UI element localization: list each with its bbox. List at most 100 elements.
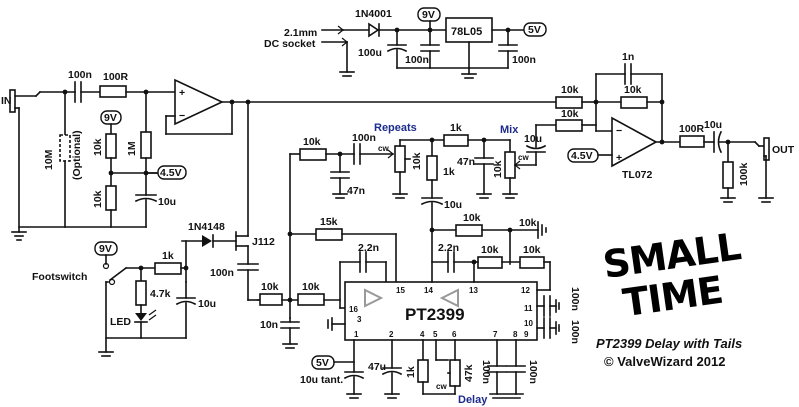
pin-14: 14: [424, 286, 433, 295]
c-rep-in-label: 100n: [352, 132, 376, 144]
svg-text:+: +: [616, 152, 622, 164]
repeats-mix-section: Repeats Mix 10k 47n 100n cw 10k 1k: [289, 122, 547, 231]
r-led-label: 4.7k: [150, 288, 171, 300]
pin-6: 6: [452, 330, 457, 339]
c-psu-100n-b-label: 100n: [512, 54, 536, 66]
pot-mix-label: 10k: [492, 160, 504, 178]
r-10m-label: 10M: [43, 149, 55, 170]
subtitle: PT2399 Delay with Tails: [596, 336, 742, 351]
input-buffer-opamp: + −: [165, 78, 557, 135]
pot-delay-label: 47k: [463, 364, 475, 382]
c-fb-label: 1n: [622, 51, 634, 63]
r-1m-label: 1M: [126, 141, 138, 156]
pin-8: 8: [513, 330, 518, 339]
r-rep-in-label: 10k: [303, 136, 321, 148]
dc-socket-label-1: 2.1mm: [284, 27, 317, 39]
r-fb-label: 10k: [624, 84, 642, 96]
repeats-label: Repeats: [374, 122, 417, 134]
regulator-label: 78L05: [451, 26, 482, 38]
output-label: OUT: [772, 144, 795, 156]
pin-5: 5: [433, 330, 438, 339]
input-jack: IN: [1, 89, 37, 241]
pin-1: 1: [354, 330, 359, 339]
jfet-label: J112: [252, 236, 275, 248]
pin-7: 7: [493, 330, 498, 339]
r-rep-1k-label: 1k: [450, 122, 462, 134]
pin-12: 12: [521, 286, 530, 295]
c-5v-tant-label: 10u tant.: [300, 374, 343, 386]
c-in-label: 100n: [68, 69, 92, 81]
rail-45v-mixer: 4.5V: [571, 150, 593, 162]
pin-3: 3: [357, 315, 362, 324]
input-label: IN: [1, 95, 12, 107]
footswitch-section: 1N4148 J112 100n 9V Footswitch 1k: [32, 101, 275, 357]
c-rep-10u-label: 10u: [444, 199, 462, 211]
c-mix-label: 10u: [524, 133, 542, 145]
cw-mix: cw: [518, 153, 529, 162]
svg-text:−: −: [616, 125, 622, 137]
c-out-label: 10u: [704, 119, 722, 131]
pt2399-section: 15k 2.2n 10k 10k 10n PT2399 15: [257, 153, 581, 406]
pot-repeats-label: 10k: [411, 152, 423, 170]
r-jfet-gate-label: 1k: [162, 250, 174, 262]
r-pt-a-label: 10k: [463, 212, 481, 224]
r-pt-in1-label: 10k: [261, 281, 279, 293]
opamp-label: TL072: [622, 169, 653, 181]
pin-10: 10: [524, 319, 533, 328]
power-supply: 2.1mm DC socket 1N4001 100u 100n 9V: [264, 7, 547, 79]
c-sw-label: 10u: [198, 298, 216, 310]
c-jfet-label: 100n: [210, 267, 234, 279]
mix-label: Mix: [500, 124, 519, 136]
r-delay-1k-label: 1k: [405, 366, 417, 378]
r-mix-in-label: 10k: [561, 108, 579, 120]
pin-2: 2: [389, 330, 394, 339]
rail-5v-pt: 5V: [316, 357, 329, 369]
c-pt-100n-a-label: 100n: [569, 287, 581, 311]
svg-text:−: −: [179, 110, 185, 122]
c-rep-47n-label: 47n: [457, 156, 475, 168]
footswitch-label: Footswitch: [32, 271, 87, 283]
credit: © ValveWizard 2012: [604, 354, 725, 369]
input-stage: 100n 100R 10M (Optional) 1M 9V 10k 10k: [18, 69, 187, 228]
c-pt-100n-b-label: 100n: [569, 320, 581, 344]
r-pt-in2-label: 10k: [302, 281, 320, 293]
led-label: LED: [110, 316, 131, 328]
r-in-label: 100R: [103, 71, 129, 83]
pin-13: 13: [469, 286, 478, 295]
r-pt-b-label: 10k: [481, 244, 499, 256]
pin-15: 15: [396, 286, 405, 295]
output-mixer: 10k 1n 10k 10k − + TL072 4.5V 100R: [535, 51, 795, 203]
rail-45v-bias: 4.5V: [160, 167, 182, 179]
cw-repeats: cw: [378, 144, 389, 153]
pin-9: 9: [524, 330, 529, 339]
svg-text:+: +: [179, 87, 185, 99]
r-bias-bot-label: 10k: [92, 190, 104, 208]
r-bias-top-label: 10k: [92, 138, 104, 156]
r-rep-1k-v-label: 1k: [443, 166, 455, 178]
c-47u-label: 47u: [368, 361, 386, 373]
pin-4: 4: [420, 330, 425, 339]
pin-11: 11: [524, 304, 533, 313]
rail-9v-sw: 9V: [99, 243, 112, 255]
optional-label: (Optional): [71, 130, 83, 180]
c-psu-100n-a-label: 100n: [405, 54, 429, 66]
title-block: SMALL TIME PT2399 Delay with Tails © Val…: [596, 224, 744, 369]
r-15k-label: 15k: [320, 216, 338, 228]
pt2399-label: PT2399: [405, 305, 465, 324]
diode-sw-label: 1N4148: [188, 221, 225, 233]
rail-9v-psu: 9V: [422, 9, 435, 21]
c-rep-gnd-label: 47n: [347, 185, 365, 197]
r-out-pd-label: 100k: [738, 162, 750, 186]
c-pin8-label: 100n: [527, 360, 539, 384]
r-out-label: 100R: [679, 123, 705, 135]
c-pt-10n-label: 10n: [260, 319, 278, 331]
r-pt-c-label: 10k: [523, 244, 541, 256]
delay-label: Delay: [458, 394, 488, 406]
rail-9v-bias: 9V: [104, 112, 117, 124]
c-bias-label: 10u: [158, 196, 176, 208]
c-psu-in-label: 100u: [358, 47, 382, 59]
c-22n-a-label: 2.2n: [358, 242, 379, 254]
r-pt-c-top-label: 10k: [519, 217, 537, 229]
c-pin7-label: 100n: [480, 360, 492, 384]
